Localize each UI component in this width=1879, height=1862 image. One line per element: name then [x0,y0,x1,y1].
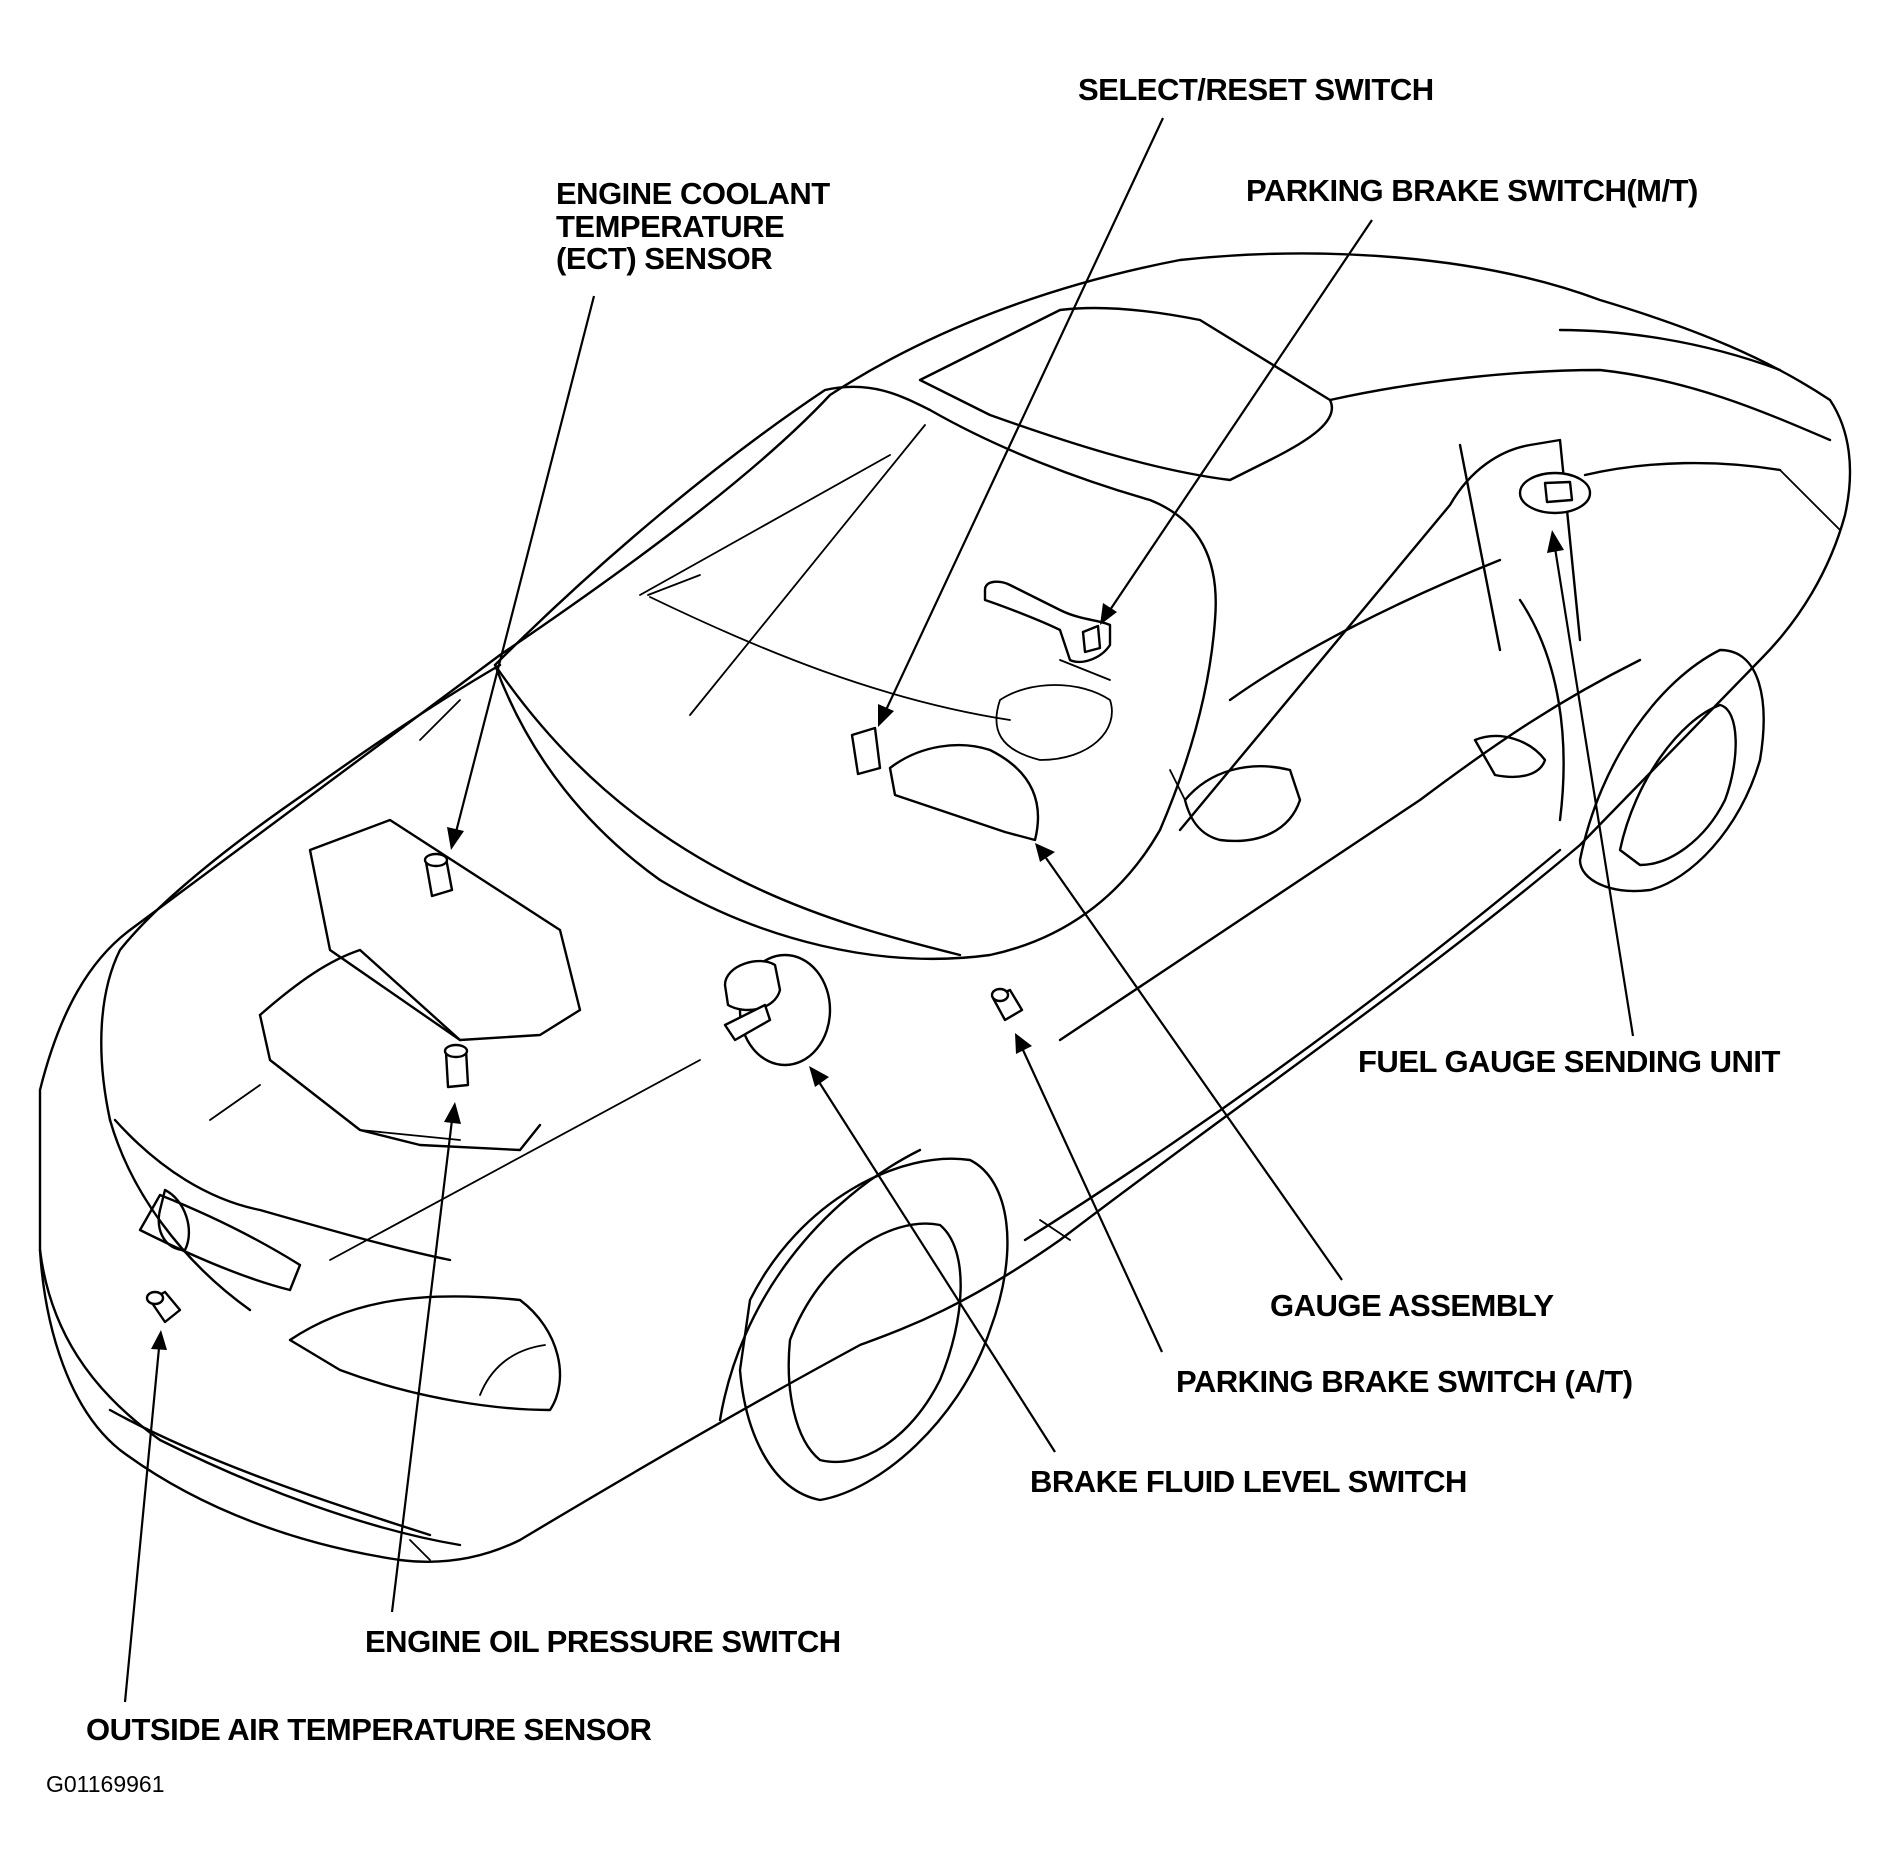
components [145,471,1592,1324]
label-parking-brake-switch-mt: PARKING BRAKE SWITCH(M/T) [1246,173,1698,208]
label-outside-air-temperature-sensor: OUTSIDE AIR TEMPERATURE SENSOR [86,1712,652,1747]
label-select-reset-switch: SELECT/RESET SWITCH [1078,72,1434,107]
label-engine-oil-pressure-switch: ENGINE OIL PRESSURE SWITCH [365,1624,841,1659]
label-parking-brake-switch-at: PARKING BRAKE SWITCH (A/T) [1176,1364,1633,1399]
ect-sensor-part [423,852,454,898]
leader-lines [123,117,1635,1703]
label-fuel-gauge-sending-unit: FUEL GAUGE SENDING UNIT [1358,1044,1781,1079]
label-brake-fluid-level-switch: BRAKE FLUID LEVEL SWITCH [1030,1464,1467,1499]
select-reset-switch-part [850,726,882,776]
gauge-assembly-part [888,743,1040,842]
parking-brake-switch-mt-part [1081,624,1102,654]
callout-labels: SELECT/RESET SWITCH PARKING BRAKE SWITCH… [46,72,1781,1797]
fuel-gauge-sending-unit-part [1518,471,1592,515]
label-ect-sensor-line1: ENGINE COOLANT [556,176,830,211]
oil-pressure-switch-part [443,1043,470,1089]
car-illustration [38,252,1852,1563]
brake-fluid-reservoir-part [723,953,832,1067]
label-ect-sensor-line2: TEMPERATURE [556,209,784,244]
outside-air-temp-sensor-part [145,1290,182,1324]
parking-brake-switch-at-part [990,987,1024,1022]
label-gauge-assembly: GAUGE ASSEMBLY [1270,1288,1554,1323]
label-ect-sensor-line3: (ECT) SENSOR [556,241,772,276]
figure-code: G01169961 [46,1771,165,1797]
